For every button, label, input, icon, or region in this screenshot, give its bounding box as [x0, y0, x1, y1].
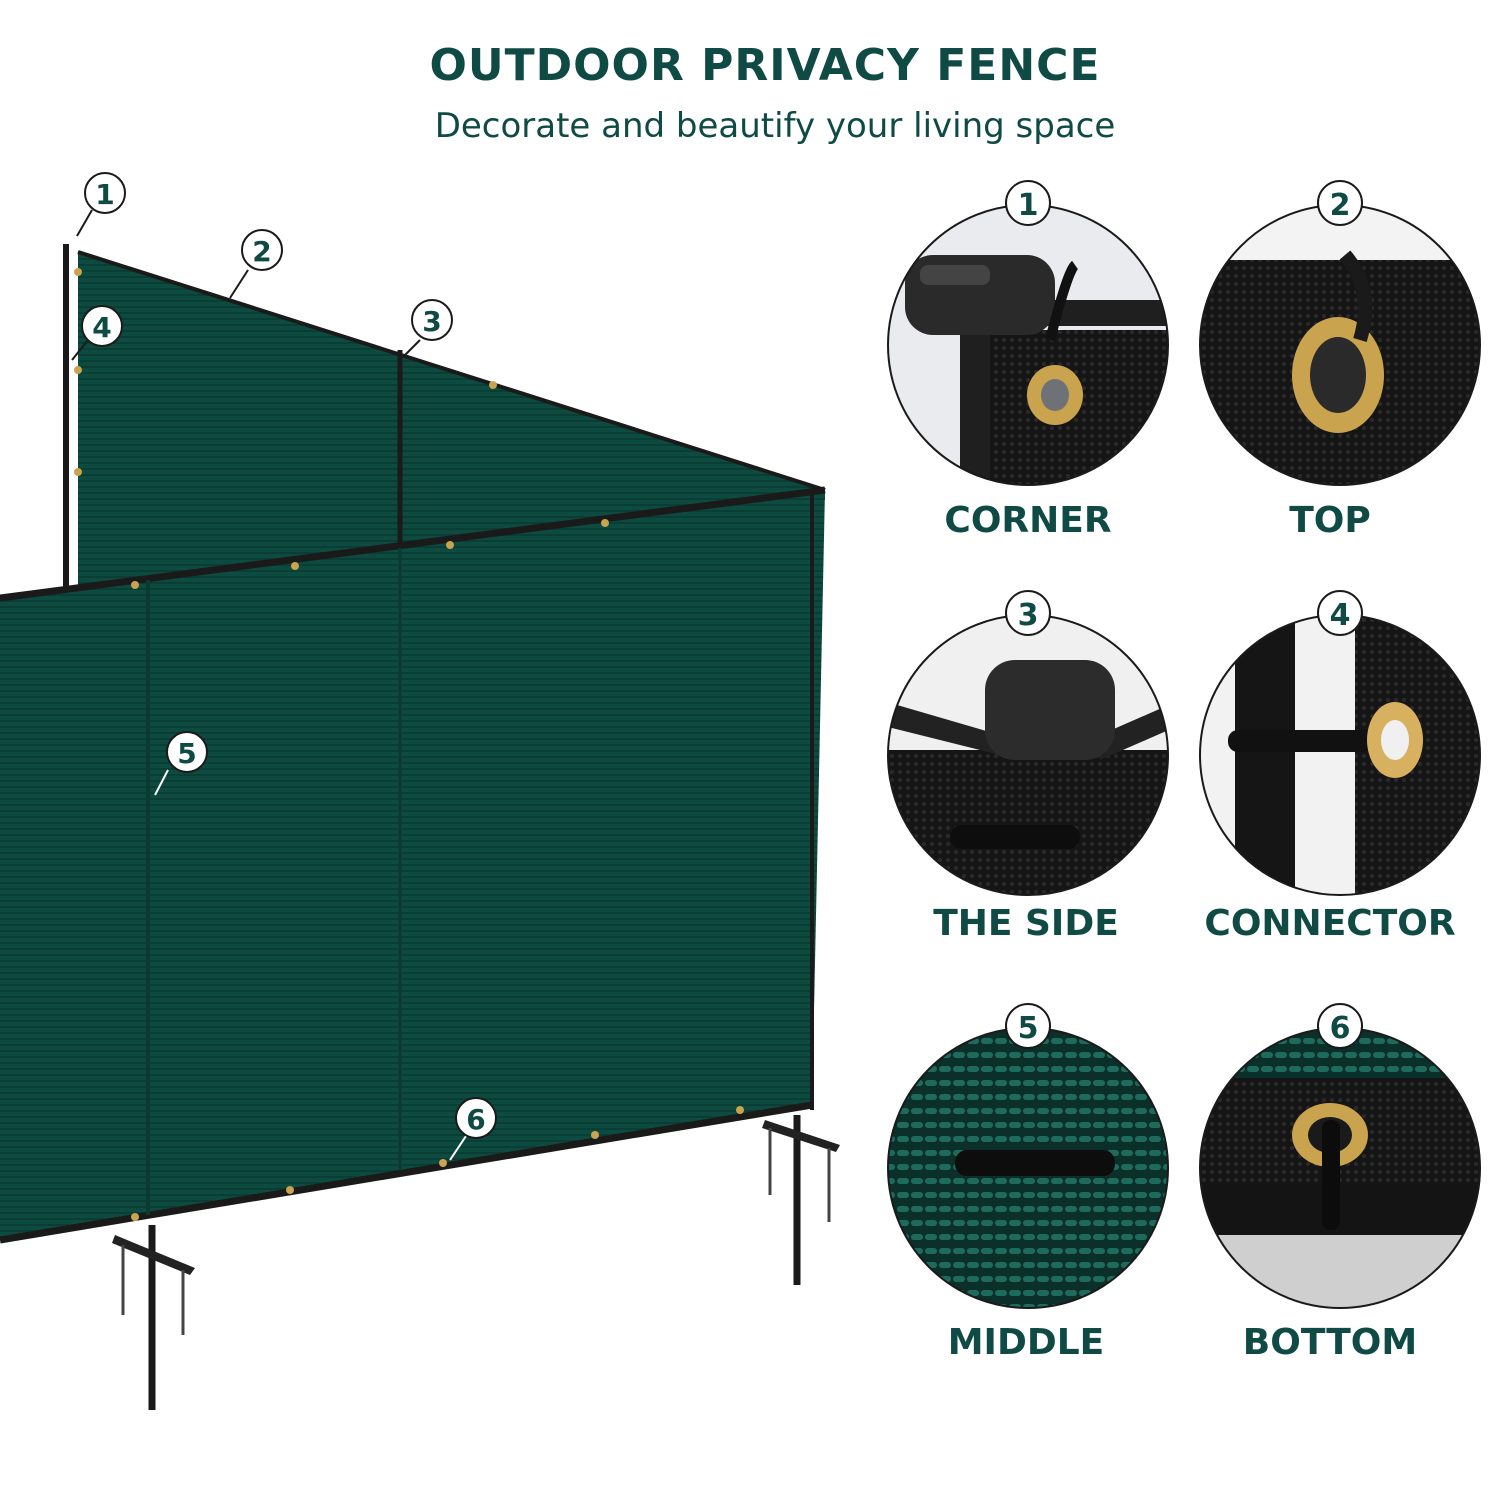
- fence-callouts: 1 2 3 4 5 6: [71, 172, 497, 1161]
- detail-label-connector: CONNECTOR: [1204, 903, 1456, 944]
- page-title: OUTDOOR PRIVACY FENCE: [429, 40, 1101, 91]
- callout-5: 5: [177, 737, 196, 770]
- detail-badge-1: 1: [1018, 188, 1039, 223]
- detail-badge-2: 2: [1330, 188, 1351, 223]
- callout-1: 1: [95, 178, 114, 211]
- detail-badge-3: 3: [1018, 598, 1039, 633]
- detail-badge-4: 4: [1330, 598, 1351, 633]
- detail-label-the-side: THE SIDE: [933, 903, 1119, 944]
- detail-badges: 1 2 3 4 5 6: [1005, 180, 1363, 1049]
- detail-label-bottom: BOTTOM: [1242, 1322, 1418, 1363]
- detail-image-connector: [1199, 614, 1481, 896]
- detail-image-bottom: [1199, 1027, 1481, 1309]
- detail-label-top: TOP: [1289, 500, 1371, 541]
- detail-image-corner: [887, 204, 1169, 486]
- detail-image-top: [1199, 204, 1481, 486]
- detail-label-middle: MIDDLE: [947, 1322, 1105, 1363]
- front-fence-panel: [0, 486, 840, 1410]
- detail-badge-5: 5: [1018, 1011, 1039, 1046]
- back-fence-panel: [63, 244, 826, 590]
- detail-image-middle: [887, 1027, 1169, 1309]
- callout-3: 3: [422, 305, 441, 338]
- page-subtitle: Decorate and beautify your living space: [434, 106, 1116, 146]
- callout-2: 2: [252, 235, 271, 268]
- callout-4: 4: [92, 311, 111, 344]
- callout-6: 6: [466, 1103, 485, 1136]
- detail-label-corner: CORNER: [944, 500, 1112, 541]
- detail-badge-6: 6: [1330, 1011, 1351, 1046]
- detail-image-the-side: [887, 614, 1169, 896]
